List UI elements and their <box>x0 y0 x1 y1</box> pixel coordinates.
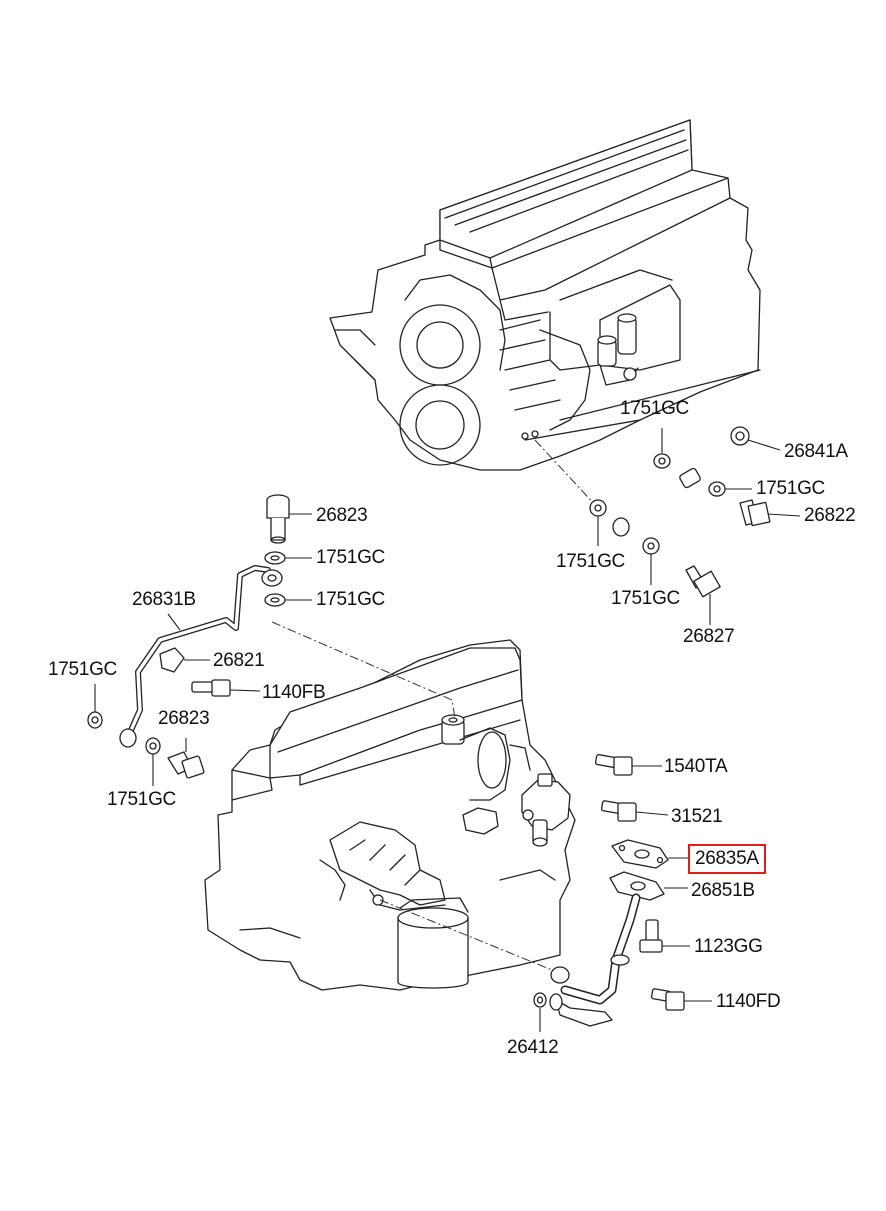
callout-c12: 26821 <box>213 650 265 671</box>
washer-1751gc <box>653 453 671 469</box>
callout-c18: 31521 <box>671 806 723 827</box>
callout-c13: 1751GC <box>48 659 117 680</box>
washer-26412 <box>533 992 547 1008</box>
oil-feed-pipe <box>119 565 283 748</box>
banjo-bolt-26823 <box>266 494 290 544</box>
bolt-31521 <box>600 800 637 822</box>
leader-lines <box>94 428 801 1032</box>
callout-c5: 1751GC <box>556 551 625 572</box>
upper-engine-block <box>329 119 761 471</box>
washer-1751gc <box>264 593 286 607</box>
upper-assembly-guide <box>534 439 599 509</box>
bolt-26822 <box>739 499 771 527</box>
bolt-1140fd <box>650 988 685 1011</box>
banjo-bolt-26823 <box>167 751 205 779</box>
callout-c10: 1751GC <box>316 589 385 610</box>
callout-c23: 26412 <box>507 1037 559 1058</box>
callout-c7: 26827 <box>683 626 735 647</box>
callout-c21: 1123GG <box>694 936 763 957</box>
bolt-1540ta <box>594 754 633 776</box>
callout-c19-highlighted[interactable]: 26835A <box>688 844 766 874</box>
clip-26821 <box>159 647 185 673</box>
drain-pipe-26851b <box>549 871 665 1027</box>
callout-c22: 1140FD <box>716 991 781 1012</box>
bolt-1140fb <box>191 679 231 697</box>
callout-c8: 26823 <box>316 505 368 526</box>
bolt-1123gg <box>639 919 663 953</box>
drain-assembly-guide <box>379 899 553 971</box>
callout-c2: 26841A <box>784 441 848 462</box>
callout-c9: 1751GC <box>316 547 385 568</box>
callout-c16: 1751GC <box>107 789 176 810</box>
gasket-26835a <box>611 839 669 869</box>
callout-c4: 26822 <box>804 505 856 526</box>
callout-c15: 26823 <box>158 708 210 729</box>
callout-c20: 26851B <box>691 880 755 901</box>
lower-engine-block <box>204 639 576 991</box>
callout-c11: 26831B <box>132 589 196 610</box>
callout-c3: 1751GC <box>756 478 825 499</box>
callout-c1: 1751GC <box>620 398 689 419</box>
washer-1751gc <box>642 537 660 555</box>
lower-assembly-guide <box>271 621 456 719</box>
washer-1751gc <box>264 551 286 565</box>
washer-1751gc <box>87 711 103 729</box>
upper-oil-pipe <box>612 426 750 537</box>
washer-1751gc <box>589 499 607 517</box>
callout-c14: 1140FB <box>262 682 326 703</box>
callout-c6: 1751GC <box>611 588 680 609</box>
bolt-26827 <box>685 565 721 598</box>
washer-1751gc <box>708 481 726 497</box>
callout-c17: 1540TA <box>664 756 728 777</box>
washer-1751gc <box>145 737 161 755</box>
